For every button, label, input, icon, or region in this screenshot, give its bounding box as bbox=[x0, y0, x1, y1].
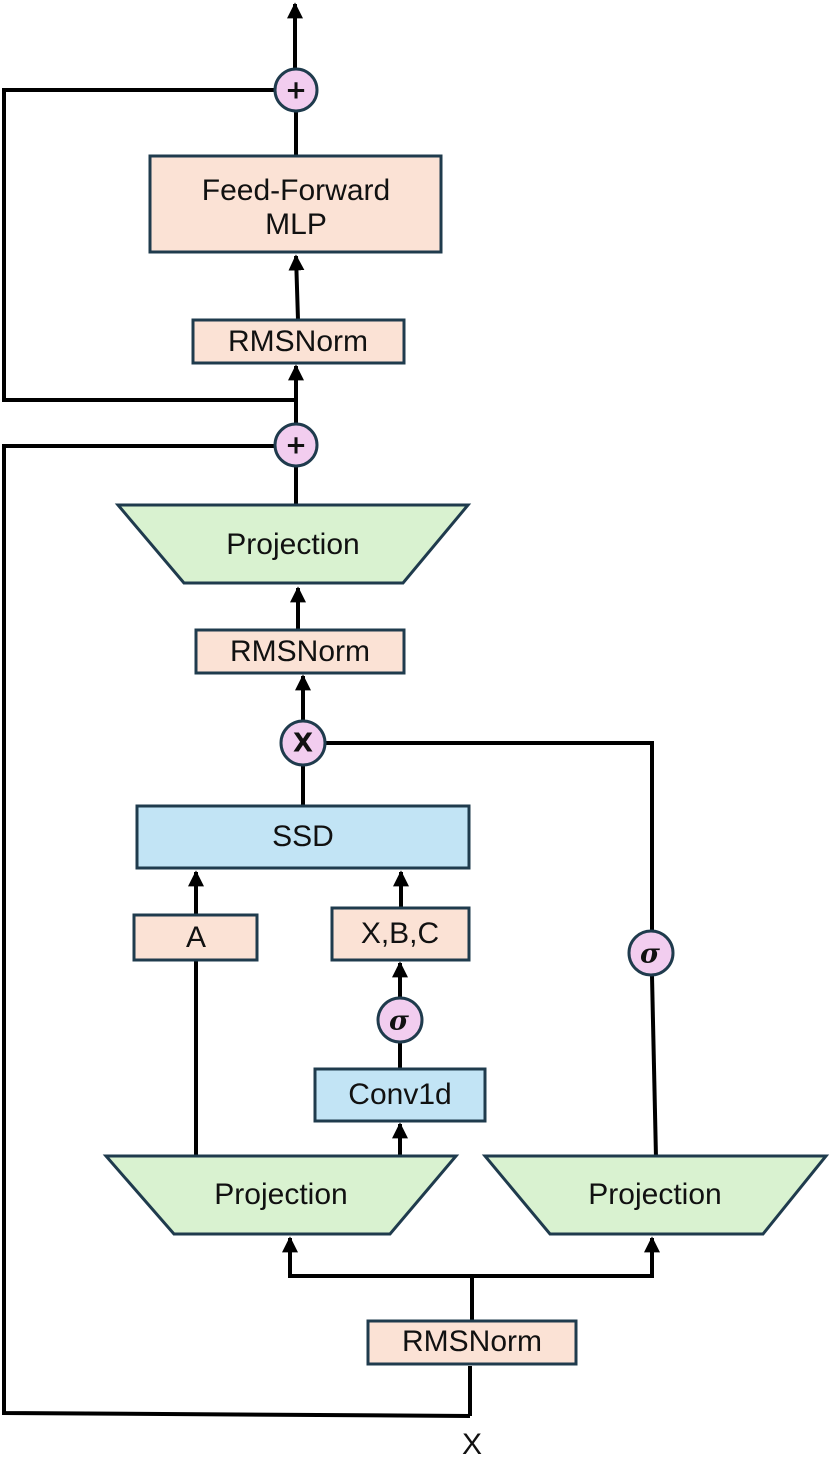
ssd-label: SSD bbox=[272, 820, 334, 853]
xbc-box: X,B,C bbox=[330, 906, 471, 962]
projection-output-box: Projection bbox=[114, 503, 472, 585]
ssd-box: SSD bbox=[135, 804, 471, 870]
conv1d-label: Conv1d bbox=[348, 1078, 451, 1111]
gate-line-bottom bbox=[650, 975, 658, 1159]
bottom-residual-line bbox=[2, 444, 471, 1418]
rmsnorm-top-label: RMSNorm bbox=[228, 325, 368, 358]
mlp-label-line2: MLP bbox=[265, 208, 327, 241]
xbc-label: X,B,C bbox=[361, 917, 439, 950]
mlp-label-line1: Feed-Forward bbox=[202, 174, 390, 207]
rmsnorm-mid-box: RMSNorm bbox=[194, 628, 406, 675]
rmsnorm-bottom-label: RMSNorm bbox=[402, 1325, 542, 1358]
conv1d-box: Conv1d bbox=[313, 1067, 487, 1123]
projection-left-box: Projection bbox=[102, 1154, 460, 1236]
sigma-gate-symbol: σ bbox=[640, 939, 660, 970]
multiply-symbol: X bbox=[293, 729, 313, 759]
multiply-circle: X bbox=[279, 719, 327, 767]
sigma-conv-circle: σ bbox=[376, 996, 424, 1044]
rmsnorm-mid-label: RMSNorm bbox=[230, 635, 370, 668]
projection-output-label: Projection bbox=[226, 528, 359, 561]
input-x-label: X bbox=[462, 1428, 482, 1461]
a-box: A bbox=[132, 913, 259, 962]
rmsnorm-top-box: RMSNorm bbox=[191, 318, 406, 365]
projection-right-box: Projection bbox=[481, 1154, 830, 1236]
projection-right-label: Projection bbox=[588, 1178, 721, 1211]
sigma-gate-circle: σ bbox=[627, 929, 675, 977]
rmsnorm-bottom-box: RMSNorm bbox=[366, 1319, 578, 1366]
feed-forward-mlp-box: Feed-Forward MLP bbox=[148, 154, 443, 254]
top-residual-line bbox=[2, 88, 296, 402]
sigma-conv-symbol: σ bbox=[389, 1006, 409, 1037]
norm-to-mlp-arrow bbox=[288, 254, 305, 321]
add-top-symbol: + bbox=[285, 76, 307, 106]
split-bus-line bbox=[288, 1238, 654, 1278]
gate-line-top bbox=[325, 741, 654, 930]
connection-lines bbox=[2, 2, 660, 1418]
add-bottom-symbol: + bbox=[285, 431, 307, 461]
projection-left-label: Projection bbox=[214, 1178, 347, 1211]
a-label: A bbox=[186, 921, 206, 954]
add-bottom-circle: + bbox=[273, 422, 319, 468]
add-top-circle: + bbox=[273, 67, 319, 113]
